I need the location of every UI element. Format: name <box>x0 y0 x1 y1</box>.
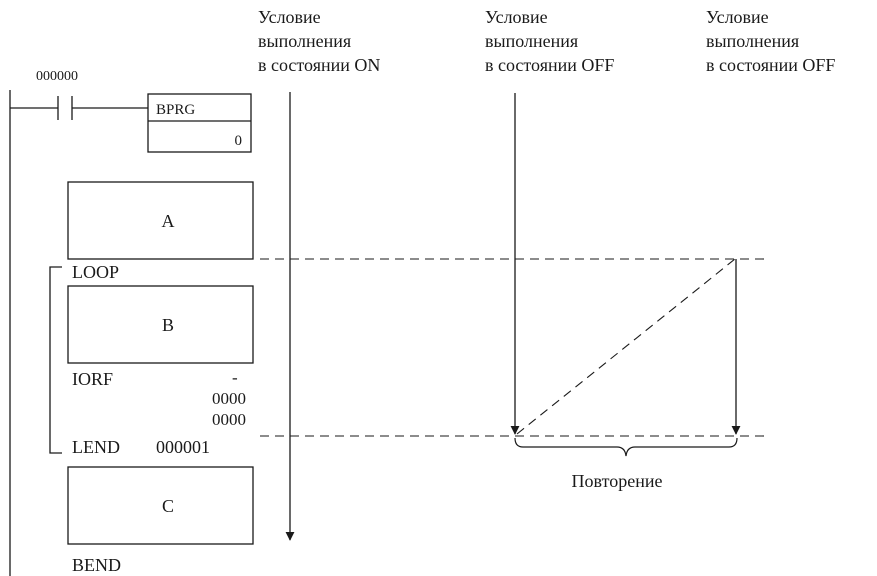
return-jump-dashed <box>516 258 736 435</box>
iorf-operand-2: 0000 <box>212 410 246 429</box>
svg-text:выполнения: выполнения <box>706 31 799 51</box>
svg-text:выполнения: выполнения <box>258 31 351 51</box>
loop-bracket <box>49 266 62 454</box>
condition-off-header-2: Условие выполнения в состоянии OFF <box>706 7 835 75</box>
bend-label: BEND <box>72 555 121 575</box>
lend-address: 000001 <box>156 437 210 457</box>
block-c-label: C <box>162 496 174 516</box>
iorf-dash: - <box>232 368 238 387</box>
svg-text:в состоянии OFF: в состоянии OFF <box>485 55 614 75</box>
condition-on-header: Условие выполнения в состоянии ON <box>258 7 380 75</box>
bprg-instruction: BPRG 0 <box>147 93 252 153</box>
svg-text:в состоянии ON: в состоянии ON <box>258 55 380 75</box>
block-a-label: A <box>162 211 175 231</box>
repeat-label: Повторение <box>572 471 663 491</box>
bprg-label: BPRG <box>156 102 195 118</box>
block-b <box>67 285 254 364</box>
loop-label: LOOP <box>72 262 119 282</box>
contact-address: 000000 <box>36 69 78 84</box>
block-a <box>67 181 254 260</box>
iorf-operand-1: 0000 <box>212 389 246 408</box>
condition-off-header-1: Условие выполнения в состоянии OFF <box>485 7 614 75</box>
svg-text:Условие: Условие <box>706 7 769 27</box>
lend-label: LEND <box>72 437 120 457</box>
svg-text:в состоянии OFF: в состоянии OFF <box>706 55 835 75</box>
svg-text:выполнения: выполнения <box>485 31 578 51</box>
svg-text:Условие: Условие <box>258 7 321 27</box>
bprg-operand: 0 <box>235 133 243 149</box>
repeat-brace <box>514 437 738 457</box>
svg-text:Условие: Условие <box>485 7 548 27</box>
block-c <box>67 466 254 545</box>
iorf-label: IORF <box>72 369 113 389</box>
block-b-label: B <box>162 315 174 335</box>
